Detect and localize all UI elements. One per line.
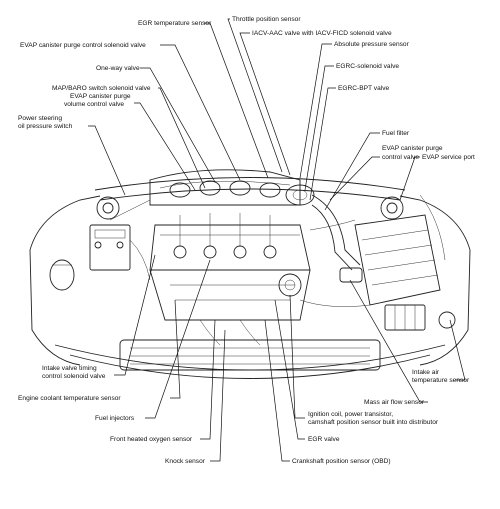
label-evap-purge-volume-2: volume control valve bbox=[64, 101, 124, 108]
label-egr-temperature-sensor: EGR temperature sensor bbox=[138, 20, 212, 27]
label-power-steering-2: oil pressure switch bbox=[18, 123, 73, 130]
label-absolute-pressure-sensor: Absolute pressure sensor bbox=[334, 41, 410, 48]
label-egr-valve: EGR valve bbox=[308, 436, 340, 443]
label-mass-air-flow: Mass air flow sensor bbox=[364, 399, 425, 406]
label-intake-air-temp-2: temperature sensor bbox=[412, 377, 470, 384]
label-fuel-filter: Fuel filter bbox=[382, 130, 410, 137]
label-knock-sensor: Knock sensor bbox=[165, 458, 206, 465]
label-fuel-injectors: Fuel injectors bbox=[95, 415, 135, 422]
label-intake-valve-timing-1: Intake valve timing bbox=[42, 365, 97, 372]
leader-lines bbox=[88, 18, 466, 462]
callout-labels: EGR temperature sensor Throttle position… bbox=[18, 16, 475, 465]
label-power-steering-1: Power steering bbox=[18, 115, 62, 122]
label-one-way-valve: One-way valve bbox=[96, 65, 140, 72]
label-evap-service-port: EVAP service port bbox=[422, 154, 475, 161]
label-throttle-position-sensor: Throttle position sensor bbox=[232, 16, 301, 23]
label-egrc-bpt-valve: EGRC-BPT valve bbox=[338, 85, 390, 92]
label-evap-purge-control-1: EVAP canister purge bbox=[382, 145, 443, 152]
label-intake-valve-timing-2: control solenoid valve bbox=[42, 373, 106, 380]
label-iacv-aac-valve: IACV-AAC valve with IACV-FICD solenoid v… bbox=[252, 30, 392, 37]
label-crankshaft-position: Crankshaft position sensor (OBD) bbox=[292, 458, 391, 465]
label-egrc-solenoid-valve: EGRC-solenoid valve bbox=[336, 63, 399, 70]
label-map-baro-switch: MAP/BARO switch solenoid valve bbox=[52, 85, 151, 92]
label-intake-air-temp-1: Intake air bbox=[412, 369, 440, 376]
label-evap-purge-control-2: control valve bbox=[382, 154, 419, 161]
label-evap-purge-volume-1: EVAP canister purge bbox=[70, 93, 131, 100]
label-ignition-coil-2: camshaft position sensor built into dist… bbox=[308, 419, 439, 426]
label-ignition-coil-1: Ignition coil, power transistor, bbox=[308, 411, 393, 418]
label-front-heated-oxygen: Front heated oxygen sensor bbox=[110, 436, 193, 443]
label-engine-coolant-temp: Engine coolant temperature sensor bbox=[18, 395, 121, 402]
engine-illustration bbox=[29, 169, 471, 379]
label-evap-canister-purge-control-solenoid-valve: EVAP canister purge control solenoid val… bbox=[20, 42, 146, 49]
